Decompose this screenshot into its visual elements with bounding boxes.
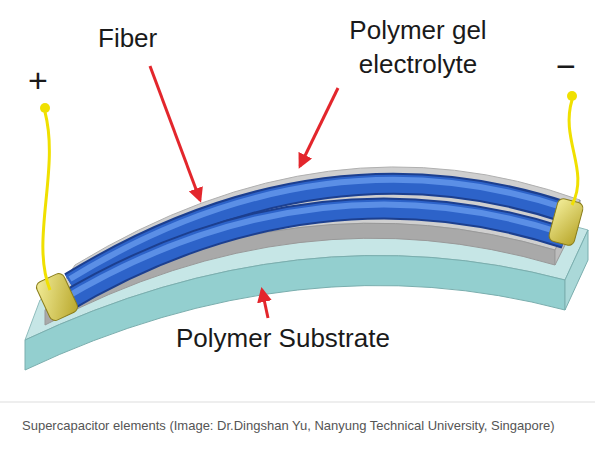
leader-arrows — [150, 66, 338, 318]
terminal-dot — [40, 103, 50, 113]
terminal-sign: − — [556, 44, 576, 88]
electrode-end-caps — [35, 197, 585, 322]
terminal-sign: + — [28, 58, 48, 102]
fiber-electrodes — [60, 180, 568, 305]
terminal-dot — [567, 91, 577, 101]
part-label: Polymer gel electrolyte — [318, 14, 518, 82]
terminal-wires — [43, 100, 578, 290]
caption: Supercapacitor elements (Image: Dr.Dings… — [22, 418, 555, 433]
caption-divider — [0, 402, 595, 403]
part-label: Fiber — [98, 22, 157, 56]
part-label: Polymer Substrate — [176, 322, 390, 356]
polymer-gel-electrolyte — [45, 167, 580, 325]
polymer-substrate — [25, 202, 588, 370]
